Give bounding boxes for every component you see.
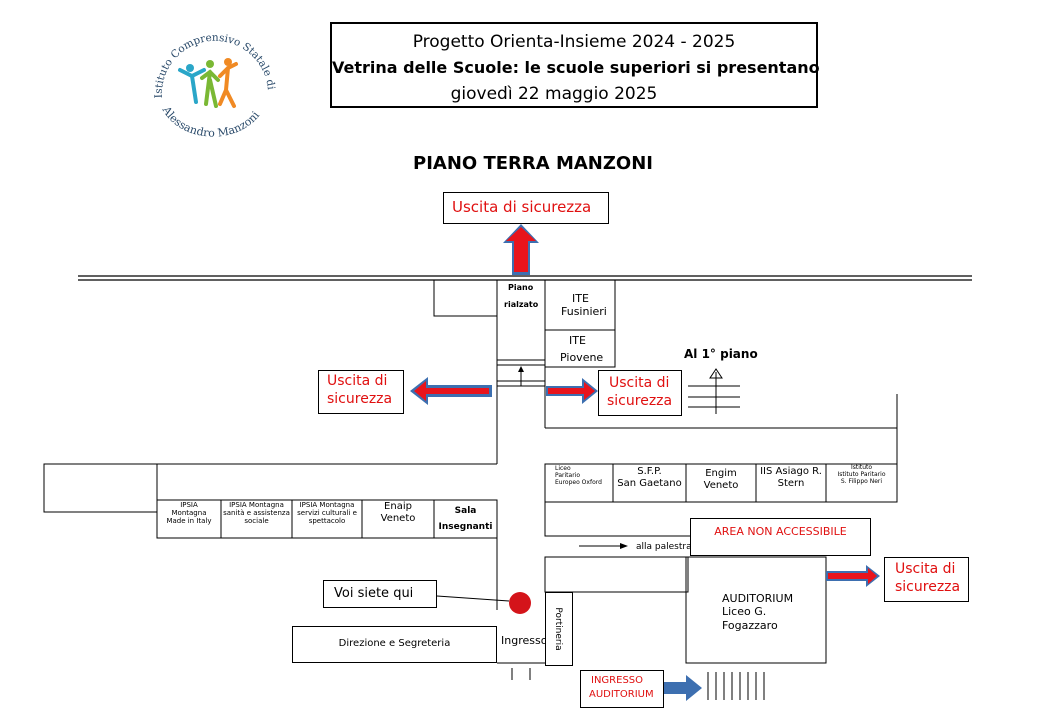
auditorium-l1: AUDITORIUM xyxy=(722,592,794,605)
room-enaip-veneto: Enaip Veneto xyxy=(362,501,434,524)
header-line-2: Vetrina delle Scuole: le scuole superior… xyxy=(332,58,820,77)
header-box: Progetto Orienta-Insieme 2024 - 2025 Vet… xyxy=(330,22,820,108)
exit-left-l2: sicurezza xyxy=(327,391,393,407)
room-label: Montagna xyxy=(171,509,207,518)
room-label: sociale xyxy=(244,517,269,526)
room-ipsia-servizi-culturali: IPSIA Montagna servizi culturali e spett… xyxy=(292,501,362,525)
room-label: IPSIA Montagna xyxy=(299,501,355,509)
room-sala-insegnanti: Sala Insegnanti xyxy=(434,503,497,535)
ingresso-auditorium: INGRESSO AUDITORIUM xyxy=(580,670,664,708)
first-floor-label: Al 1° piano xyxy=(684,347,758,361)
auditorium-l3: Fogazzaro xyxy=(722,619,778,632)
room-label: Veneto xyxy=(380,512,416,524)
plan-title: PIANO TERRA MANZONI xyxy=(413,153,653,174)
room-label: Made in Italy xyxy=(166,517,212,526)
exit-left-l1: Uscita di xyxy=(327,373,388,389)
ingresso-label: Ingresso xyxy=(501,634,548,647)
room-label: IIS Asiago R. xyxy=(760,466,822,477)
room-sfp-san-gaetano: S.F.P. San Gaetano xyxy=(613,466,686,489)
room-label: spettacolo xyxy=(308,517,346,526)
ite-fusinieri-l2: Fusinieri xyxy=(561,305,607,318)
room-liceo-oxford: Liceo Paritario Europeo Oxford xyxy=(545,465,613,487)
room-label: Sala xyxy=(454,506,477,516)
school-logo: Istituto Comprensivo Statale di Creazzo … xyxy=(136,11,280,140)
exit-top-label: Uscita di sicurezza xyxy=(452,198,592,216)
room-label: S. Filippo Neri xyxy=(840,477,883,485)
room-label: Insegnanti xyxy=(438,522,493,533)
room-label: Veneto xyxy=(703,479,739,491)
room-label: Enaip xyxy=(384,501,412,512)
exit-left: Uscita di sicurezza xyxy=(318,370,404,414)
portineria-room: Portineria xyxy=(545,592,573,666)
you-are-here-marker xyxy=(509,592,531,614)
ite-piovene-l1: ITE xyxy=(569,334,586,347)
area-non-accessibile: AREA NON ACCESSIBILE xyxy=(690,518,871,556)
piano-rialzato-l1: Piano xyxy=(508,283,534,292)
room-label: IPSIA xyxy=(180,501,198,509)
room-label: sanità e assistenza xyxy=(223,509,290,518)
ite-fusinieri-l1: ITE xyxy=(572,292,589,305)
ingresso-auditorium-l2: AUDITORIUM xyxy=(589,689,654,700)
exit-center-l2: sicurezza xyxy=(607,393,673,409)
auditorium-l2: Liceo G. xyxy=(722,605,767,618)
you-are-here-box: Voi siete qui xyxy=(323,580,437,608)
exit-right-l2: sicurezza xyxy=(895,579,961,595)
room-ipsia-sanita: IPSIA Montagna sanità e assistenza socia… xyxy=(221,501,292,525)
exit-right: Uscita di sicurezza xyxy=(884,557,969,602)
ingresso-auditorium-l1: INGRESSO xyxy=(591,675,644,686)
room-label: Stern xyxy=(777,477,805,489)
exit-top: Uscita di sicurezza xyxy=(443,192,609,224)
room-label: IPSIA Montagna xyxy=(229,501,284,509)
room-filippo-neri: Istituto Istituto Paritario S. Filippo N… xyxy=(826,464,897,486)
room-label: Engim xyxy=(705,468,737,479)
header-line-3: giovedì 22 maggio 2025 xyxy=(450,84,658,104)
header-line-1: Progetto Orienta-Insieme 2024 - 2025 xyxy=(412,32,736,52)
ite-piovene-l2: Piovene xyxy=(560,351,604,364)
room-label: Liceo xyxy=(555,465,571,472)
direzione-room: Direzione e Segreteria xyxy=(292,626,497,663)
area-non-accessibile-label: AREA NON ACCESSIBILE xyxy=(714,525,847,538)
room-label: Istituto Paritario xyxy=(837,470,886,478)
portineria-label: Portineria xyxy=(553,607,563,651)
exit-center-l1: Uscita di xyxy=(609,375,670,391)
exit-center: Uscita di sicurezza xyxy=(598,370,682,416)
direzione-label: Direzione e Segreteria xyxy=(338,638,451,649)
room-label: San Gaetano xyxy=(617,477,682,489)
room-label: Paritario xyxy=(555,471,580,479)
room-label: Europeo Oxford xyxy=(555,478,602,486)
piano-rialzato-l2: rialzato xyxy=(504,300,539,309)
room-engim-veneto: Engim Veneto xyxy=(686,468,756,491)
room-iis-asiago-stern: IIS Asiago R. Stern xyxy=(756,466,826,489)
you-are-here-label: Voi siete qui xyxy=(334,586,414,601)
room-label: S.F.P. xyxy=(637,466,662,477)
room-label: Istituto xyxy=(850,464,873,471)
room-label: servizi culturali e xyxy=(297,509,357,518)
exit-right-l1: Uscita di xyxy=(895,561,956,577)
room-ipsia-made-in-italy: IPSIA Montagna Made in Italy xyxy=(157,501,221,525)
palestra-label: alla palestra xyxy=(636,542,692,552)
